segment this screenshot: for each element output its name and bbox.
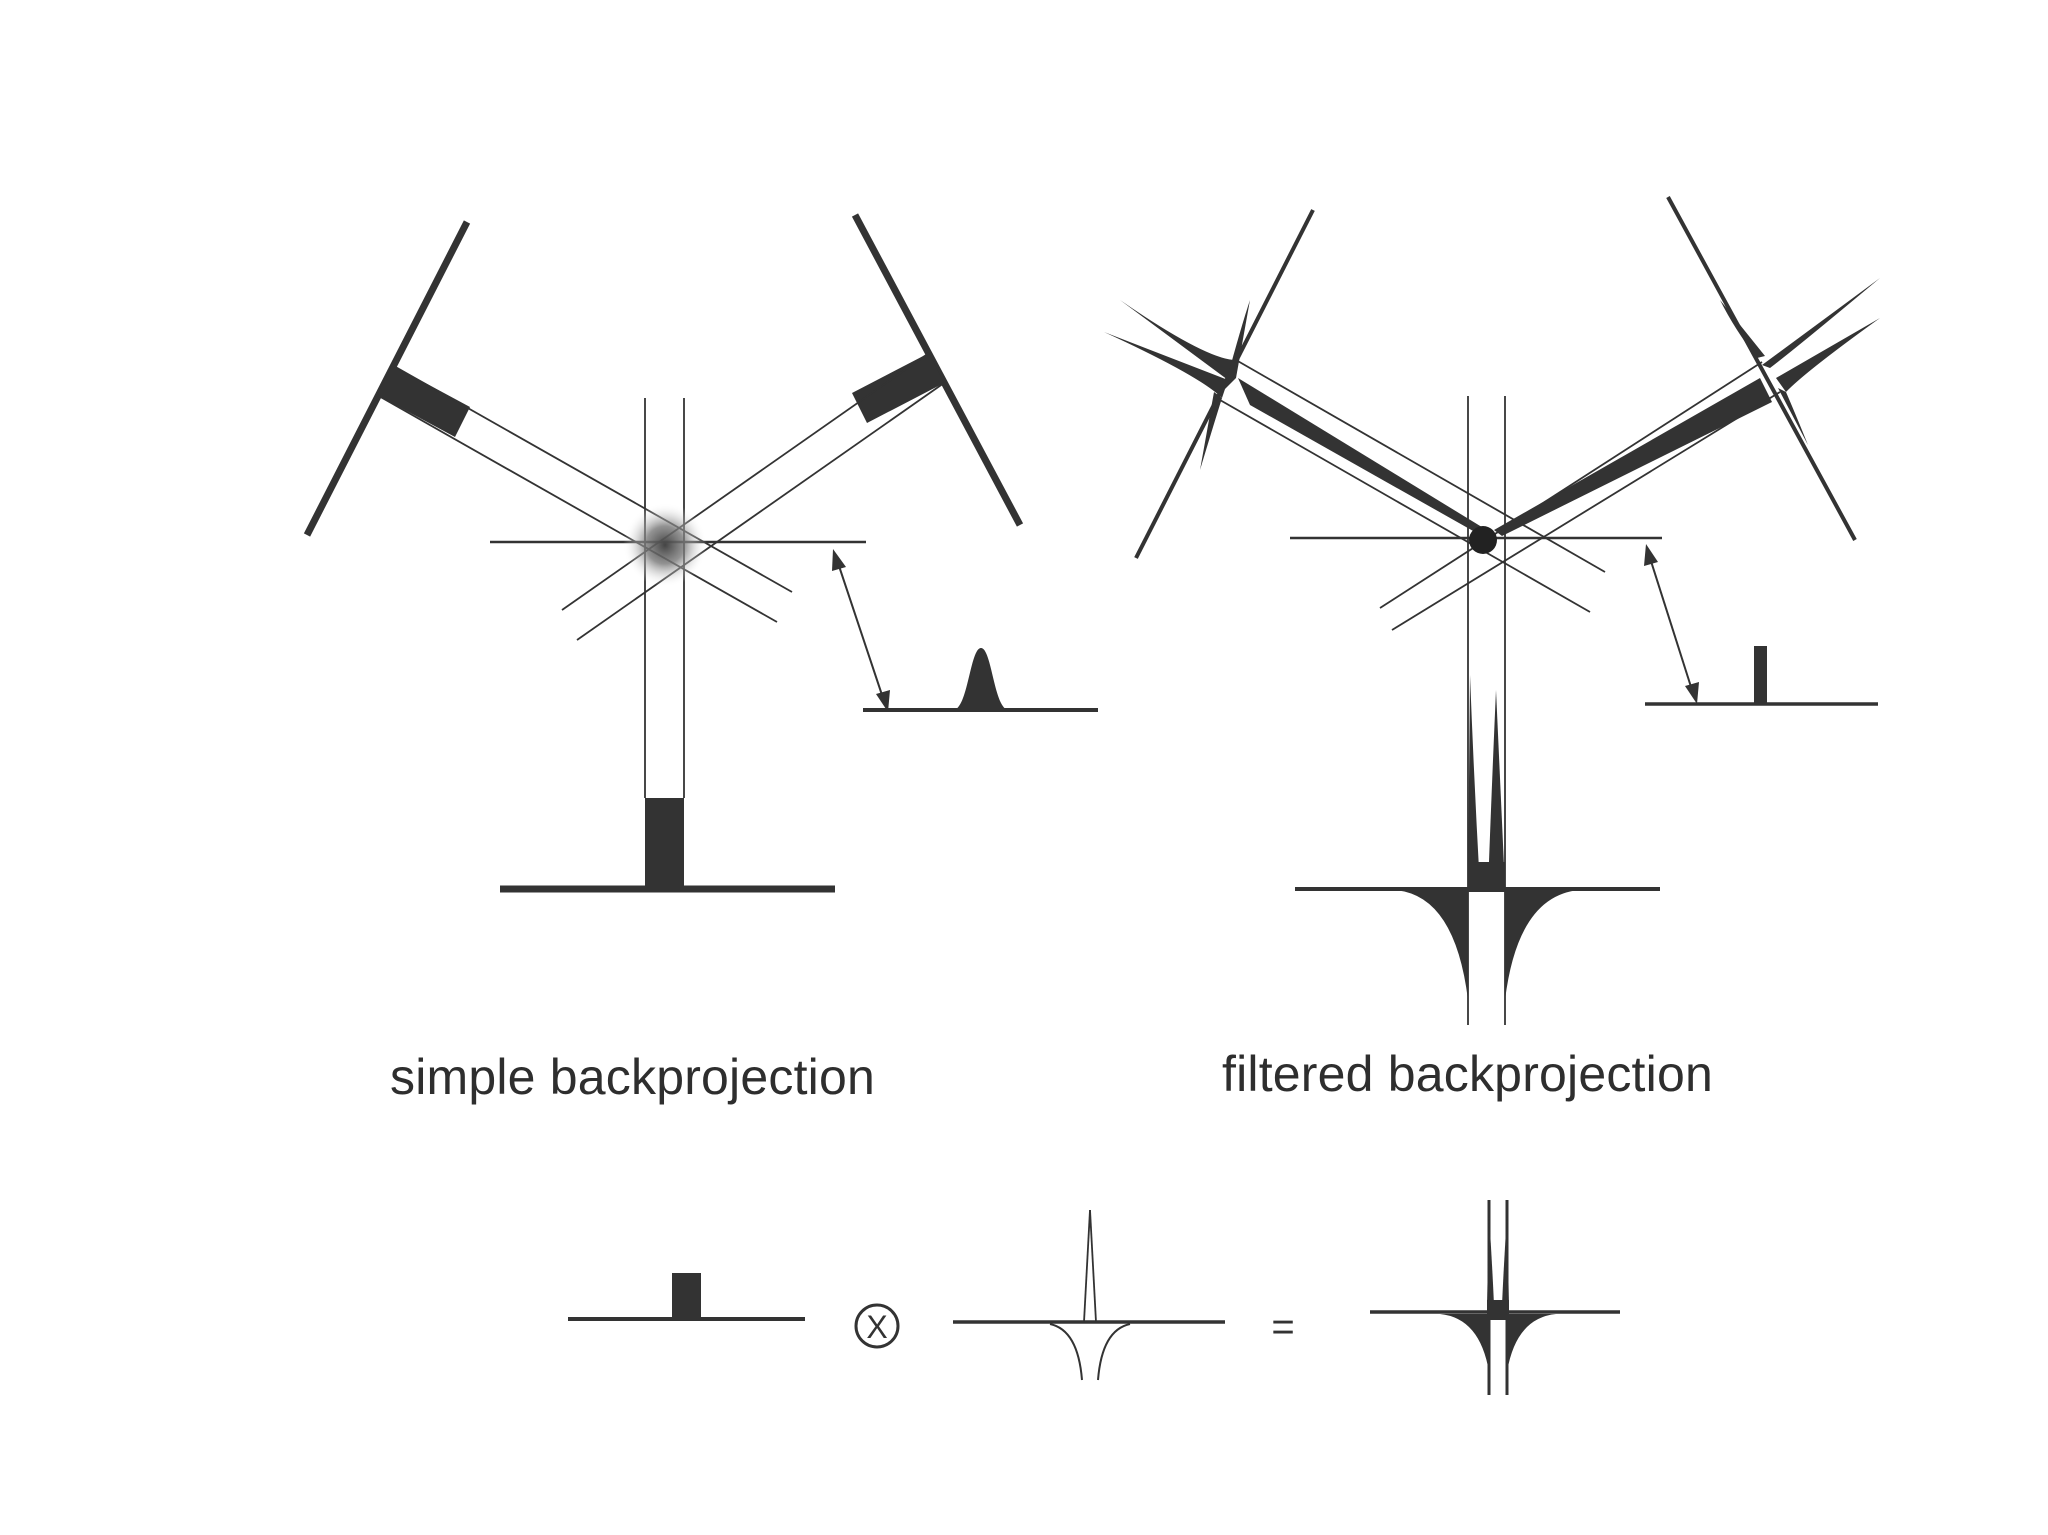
backprojection-ray-upper-left xyxy=(376,364,793,623)
filter-spike-upper-right-4 xyxy=(1778,388,1808,445)
equals-symbol: = xyxy=(1271,1305,1294,1349)
caption-filtered-backprojection: filtered backprojection xyxy=(1222,1046,1713,1102)
sharp-point xyxy=(1469,526,1497,554)
rect-pulse xyxy=(568,1273,805,1321)
filtered-result xyxy=(1370,1200,1620,1395)
filter-spike-upper-right xyxy=(1720,300,1765,358)
filter-spike-vertical-right xyxy=(1488,690,1505,888)
filter-spike-upper-left-4 xyxy=(1200,392,1222,470)
filter-spike-vertical-left xyxy=(1468,675,1480,888)
convolution-operator-circle xyxy=(854,1303,900,1349)
caption-simple-backprojection: simple backprojection xyxy=(390,1049,875,1105)
filter-lobe-bottom-left xyxy=(1395,890,1468,1000)
filter-kernel xyxy=(953,1209,1225,1381)
double-arrow-right xyxy=(1644,544,1699,704)
filter-spike-upper-left xyxy=(1120,300,1238,380)
gaussian-profile xyxy=(863,648,1098,712)
convolution-operator-symbol: X xyxy=(866,1309,887,1345)
double-arrow-left xyxy=(832,549,890,712)
backprojection-ray-upper-right xyxy=(1379,361,1781,631)
simple-backprojection-panel xyxy=(303,213,1098,893)
backprojection-ray-upper-right xyxy=(561,352,945,641)
filter-wedge-upper-right xyxy=(1494,378,1772,536)
convolution-equation xyxy=(568,1200,1620,1395)
detector-upper-right xyxy=(1666,196,1857,541)
backprojection-ray-vertical xyxy=(1467,396,1506,1025)
projection-block-upper-left xyxy=(377,365,470,437)
filter-spike-upper-left-3 xyxy=(1224,300,1250,390)
blurred-point xyxy=(623,503,707,587)
filter-spike-upper-right-2 xyxy=(1762,278,1880,368)
delta-profile xyxy=(1645,646,1878,706)
projection-block-upper-right xyxy=(852,353,944,423)
filter-lobe-bottom-right xyxy=(1505,890,1580,1000)
filter-wedge-upper-left xyxy=(1238,378,1490,536)
filter-spike-upper-left-2 xyxy=(1104,332,1228,398)
projection-block-bottom xyxy=(645,798,684,888)
filter-spike-upper-right-3 xyxy=(1776,318,1880,392)
filtered-backprojection-panel xyxy=(1104,196,1880,1025)
backprojection-ray-vertical xyxy=(644,398,685,798)
